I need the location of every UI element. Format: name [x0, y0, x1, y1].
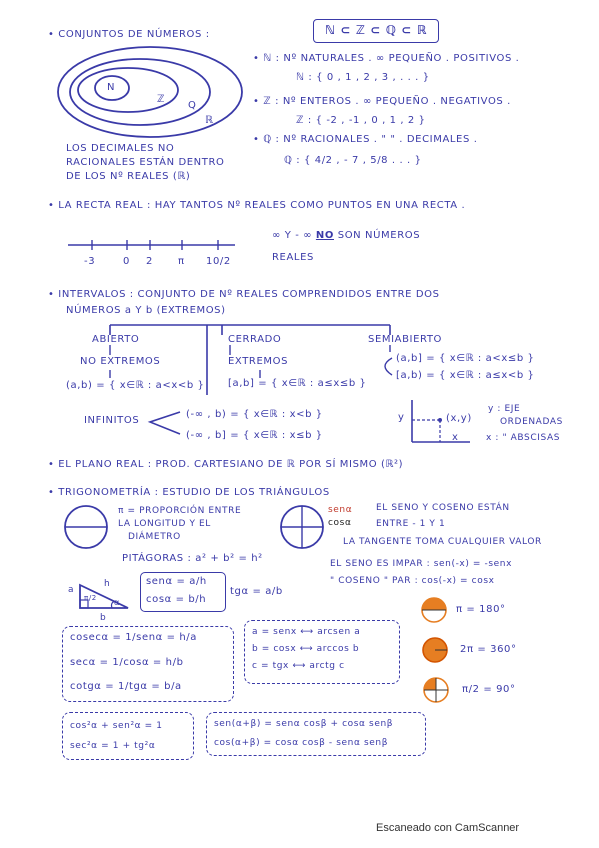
- naturals-set: ℕ : { 0 , 1 , 2 , 3 , . . . }: [296, 72, 430, 83]
- range-note-1: EL SENO Y COSENO ESTÁN: [376, 503, 510, 513]
- identity-2: sec²α = 1 + tg²α: [70, 741, 156, 751]
- sum-formulas-box: [206, 712, 426, 756]
- scanner-watermark: Escaneado con CamScanner: [376, 822, 520, 834]
- infinite-def-2: (-∞ , b] = { x∈ℝ : x≤b }: [186, 430, 323, 441]
- half-open-def-2: [a,b) = { x∈ℝ : a≤x<b }: [396, 370, 535, 381]
- naturals-def: • ℕ : Nº NATURALES . ∞ PEQUEÑO . POSITIV…: [253, 53, 520, 64]
- deg-360: 2π = 360°: [460, 644, 517, 655]
- tangent-note: LA TANGENTE TOMA CUALQUIER VALOR: [343, 537, 542, 547]
- closed-def: [a,b] = { x∈ℝ : a≤x≤b }: [228, 378, 367, 389]
- identity-1: cos²α + sen²α = 1: [70, 721, 163, 731]
- decimals-note-3: DE LOS Nº REALES (ℝ): [66, 171, 191, 182]
- integers-set: ℤ : { -2 , -1 , 0 , 1 , 2 }: [296, 115, 426, 126]
- set-q-ellipse: [69, 58, 211, 126]
- arccos-def: b = cosx ⟷ arccos b: [252, 644, 360, 654]
- set-n-ellipse: [94, 75, 130, 101]
- sine-odd: EL SENO ES IMPAR : sen(-x) = -senx: [330, 559, 513, 569]
- no-emphasis: NO: [315, 230, 334, 241]
- pythagoras: PITÁGORAS : a² + b² = h²: [122, 553, 263, 564]
- identity-box: [62, 712, 194, 760]
- cosec-def: cosecα = 1/senα = h/a: [70, 632, 197, 643]
- range-note-2: ENTRE - 1 Y 1: [376, 519, 446, 529]
- pi-def-1: π = PROPORCIÓN ENTRE: [118, 506, 242, 516]
- section-title-trig: • TRIGONOMETRÍA : ESTUDIO DE LOS TRIÁNGU…: [48, 487, 330, 498]
- deg-180: π = 180°: [456, 604, 506, 615]
- infinite-label: INFINITOS: [84, 415, 140, 426]
- triangle-a: a: [68, 585, 75, 595]
- decimals-note-2: RACIONALES ESTÁN DENTRO: [66, 157, 225, 168]
- axis-y-label: y: [398, 412, 405, 423]
- arcsen-def: a = senx ⟷ arcsen a: [252, 627, 361, 637]
- triangle-h: h: [104, 579, 111, 589]
- section-title-real-line: • LA RECTA REAL : HAY TANTOS Nº REALES C…: [48, 200, 466, 211]
- tick-label: 10/2: [206, 256, 231, 267]
- tick-label: 2: [146, 256, 153, 267]
- set-chain: ℕ ⊂ ℤ ⊂ ℚ ⊂ ℝ: [325, 23, 427, 37]
- set-r-ellipse: [57, 46, 243, 138]
- triangle-b: b: [100, 613, 107, 623]
- sen-def: senα = a/h: [146, 576, 207, 587]
- inverse-box: [244, 620, 400, 684]
- y-axis-note-1: y : EJE: [488, 404, 521, 414]
- reciprocals-box: [62, 626, 234, 702]
- infinity-note: ∞ Y - ∞ NO SON NÚMEROS: [272, 230, 421, 241]
- tick-label: π: [178, 256, 185, 267]
- cosine-even: " COSENO " PAR : cos(-x) = cosx: [330, 576, 495, 586]
- set-z-ellipse: [77, 67, 179, 113]
- open-sub: NO EXTREMOS: [80, 356, 161, 367]
- half-open-title: SEMIABIERTO: [368, 334, 443, 345]
- sec-def: secα = 1/cosα = h/b: [70, 657, 184, 668]
- section-title-plane: • EL PLANO REAL : PROD. CARTESIANO DE ℝ …: [48, 459, 404, 470]
- half-open-def-1: (a,b] = { x∈ℝ : a<x≤b }: [396, 353, 535, 364]
- open-title: ABIERTO: [92, 334, 140, 345]
- deg-90: π/2 = 90°: [462, 684, 516, 695]
- sum-sen: sen(α+β) = senα cosβ + cosα senβ: [214, 719, 394, 729]
- section-title-sets: • CONJUNTOS DE NÚMEROS :: [48, 29, 210, 40]
- cotan-def: cotgα = 1/tgα = b/a: [70, 681, 182, 692]
- decimals-note-1: LOS DECIMALES NO: [66, 143, 175, 154]
- arctan-def: c = tgx ⟷ arctg c: [252, 661, 345, 671]
- z-label: ℤ: [157, 94, 166, 105]
- r-label: ℝ: [205, 115, 214, 126]
- q-label: Q: [188, 100, 197, 111]
- pi-def-2: LA LONGITUD Y EL: [118, 519, 211, 529]
- rationals-set: ℚ : { 4/2 , - 7 , 5/8 . . . }: [284, 155, 422, 166]
- pi-def-3: DIÁMETRO: [128, 532, 181, 542]
- intervals-subtitle: NÚMEROS a Y b (EXTREMOS): [66, 305, 226, 316]
- closed-title: CERRADO: [228, 334, 282, 345]
- cos-label: cosα: [328, 518, 352, 528]
- tick-label: 0: [123, 256, 130, 267]
- rationals-def: • ℚ : Nº RACIONALES . " " . DECIMALES .: [253, 134, 478, 145]
- closed-sub: EXTREMOS: [228, 356, 289, 367]
- cos-def: cosα = b/h: [146, 594, 207, 605]
- n-label: N: [107, 82, 116, 93]
- chain-box: [313, 19, 439, 43]
- axis-x-label: x: [452, 432, 459, 443]
- section-title-intervals: • INTERVALOS : CONJUNTO DE Nº REALES COM…: [48, 289, 440, 300]
- open-def: (a,b) = { x∈ℝ : a<x<b }: [66, 380, 205, 391]
- right-triangle: [79, 583, 129, 609]
- integers-def: • ℤ : Nº ENTEROS . ∞ PEQUEÑO . NEGATIVOS…: [253, 96, 511, 107]
- triangle-alpha: α: [114, 598, 120, 607]
- infinite-bracket: [147, 411, 181, 435]
- sen-cos-box: [140, 572, 226, 612]
- triangle-angle: π/2: [84, 594, 97, 602]
- axis-point-label: (x,y): [446, 413, 472, 424]
- tan-def: tgα = a/b: [230, 586, 283, 597]
- sum-cos: cos(α+β) = cosα cosβ - senα senβ: [214, 738, 389, 748]
- tick-label: -3: [84, 256, 96, 267]
- x-axis-note: x : " ABSCISAS: [486, 433, 561, 443]
- sen-label: senα: [328, 505, 353, 515]
- y-axis-note-2: ORDENADAS: [500, 417, 563, 427]
- infinite-def-1: (-∞ , b) = { x∈ℝ : x<b }: [186, 409, 323, 420]
- infinity-note-2: REALES: [272, 252, 314, 263]
